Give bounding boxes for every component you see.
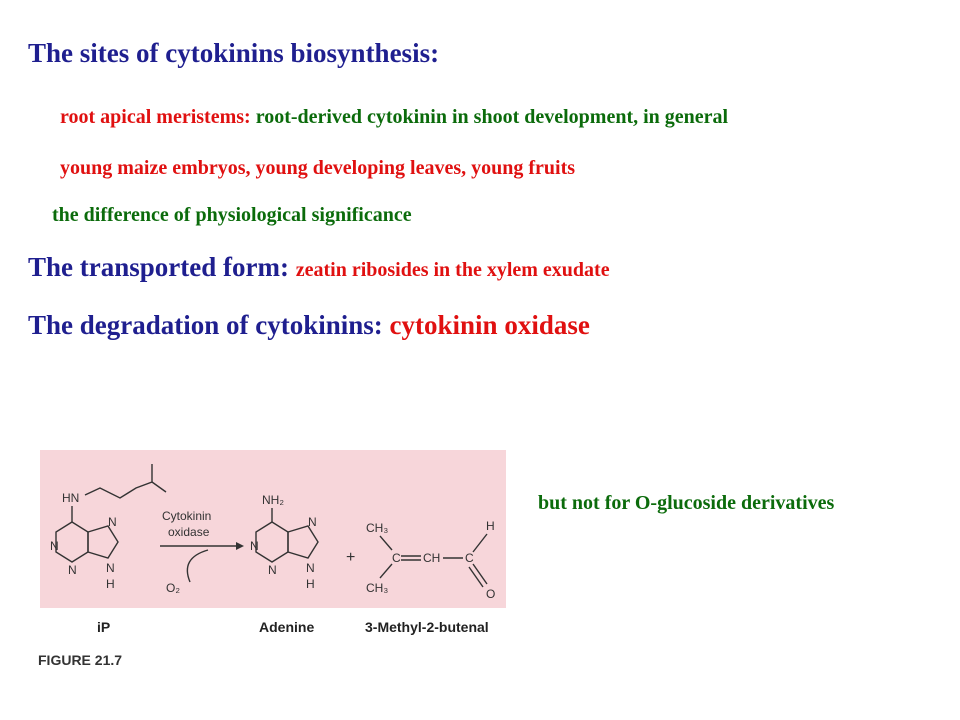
methyl-c: C bbox=[392, 551, 401, 565]
methyl-ch3-bottom: CH₃ bbox=[366, 581, 388, 595]
figure-label-methylbutenal: 3-Methyl-2-butenal bbox=[365, 619, 489, 635]
bullet-root-meristems: root apical meristems: root-derived cyto… bbox=[60, 106, 728, 129]
adenine-n9: N bbox=[306, 561, 315, 575]
adenine-n1: N bbox=[250, 539, 259, 553]
methyl-bottom-bond bbox=[379, 563, 393, 579]
o2-curve bbox=[186, 549, 209, 583]
methyl-o-bond-a bbox=[472, 563, 488, 585]
transport-value: zeatin ribosides in the xylem exudate bbox=[295, 259, 610, 281]
ip-side-chain bbox=[84, 464, 153, 499]
ip-h9: H bbox=[106, 577, 115, 591]
adenine-h9: H bbox=[306, 577, 315, 591]
physiological-note: the difference of physiological signific… bbox=[52, 204, 412, 226]
adenine-five-ring bbox=[287, 525, 319, 559]
methyl-h-bond bbox=[472, 533, 488, 553]
enzyme-label-2: oxidase bbox=[168, 525, 210, 539]
enzyme-label-1: Cytokinin bbox=[162, 509, 211, 523]
plus-sign: + bbox=[346, 549, 355, 566]
figure-label-ip: iP bbox=[97, 619, 111, 635]
ip-n9: N bbox=[106, 561, 115, 575]
adenine-n7: N bbox=[308, 515, 317, 529]
bullet-root-meristems-label: root apical meristems: bbox=[60, 106, 251, 128]
ip-n7: N bbox=[108, 515, 117, 529]
degradation-value: cytokinin oxidase bbox=[389, 310, 590, 340]
ip-hn-label: HN bbox=[62, 491, 79, 505]
figure-label-adenine: Adenine bbox=[259, 619, 315, 635]
ip-n1: N bbox=[50, 539, 59, 553]
methyl-o-bond-b bbox=[468, 566, 484, 588]
transport-title: The transported form: bbox=[28, 252, 289, 282]
figure-caption: FIGURE 21.7 bbox=[38, 652, 123, 668]
methyl-top-bond bbox=[379, 535, 393, 551]
methyl-cho-c: C bbox=[465, 551, 474, 565]
o2-label: O₂ bbox=[166, 581, 180, 595]
degradation-line: The degradation of cytokinins: cytokinin… bbox=[28, 310, 590, 341]
bullet-young-tissues: young maize embryos, young developing le… bbox=[60, 157, 576, 179]
methyl-o: O bbox=[486, 587, 495, 601]
glucoside-note: but not for O-glucoside derivatives bbox=[538, 492, 835, 514]
degradation-title: The degradation of cytokinins: bbox=[28, 310, 383, 340]
bullet-root-meristems-text: root-derived cytokinin in shoot developm… bbox=[255, 106, 729, 128]
ip-five-ring bbox=[87, 525, 119, 559]
reaction-diagram: HN N N N N H Cytokinin oxidase O₂ NH₂ N … bbox=[50, 464, 495, 601]
reaction-arrowhead bbox=[236, 542, 244, 550]
adenine-nh2: NH₂ bbox=[262, 493, 284, 507]
methyl-aldehyde-h: H bbox=[486, 519, 495, 533]
ip-six-ring bbox=[55, 521, 89, 563]
ip-n3: N bbox=[68, 563, 77, 577]
methyl-ch: CH bbox=[423, 551, 440, 565]
methyl-ch3-top: CH₃ bbox=[366, 521, 388, 535]
adenine-six-ring bbox=[255, 521, 289, 563]
ip-methyl-bond bbox=[151, 481, 167, 493]
reaction-figure: HN N N N N H Cytokinin oxidase O₂ NH₂ N … bbox=[40, 450, 506, 608]
transport-line: The transported form: zeatin ribosides i… bbox=[28, 252, 610, 283]
sites-title: The sites of cytokinins biosynthesis: bbox=[28, 38, 440, 68]
adenine-n3: N bbox=[268, 563, 277, 577]
